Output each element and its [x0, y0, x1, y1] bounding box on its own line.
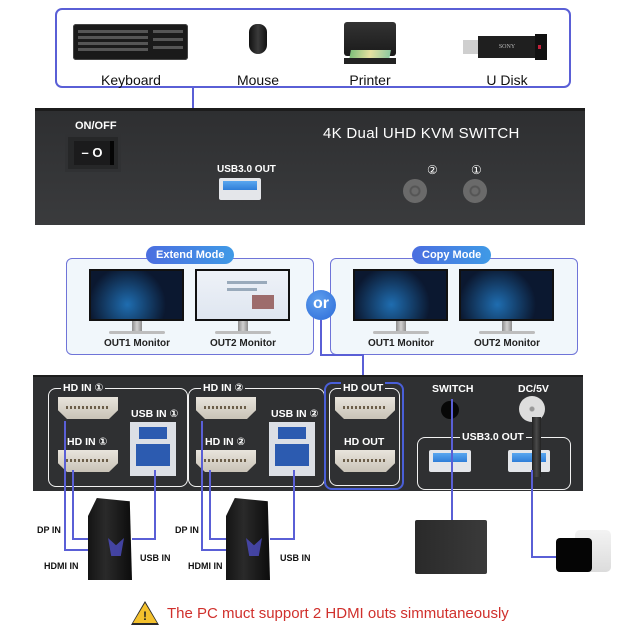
extend-mode-badge: Extend Mode: [146, 246, 235, 264]
hd-out-label: HD OUT: [344, 436, 385, 448]
button-1-label: ①: [471, 163, 482, 177]
cable: [132, 538, 156, 540]
switch-port[interactable]: [441, 401, 459, 419]
dc-label: DC/5V: [518, 383, 549, 395]
warning-triangle-icon: !: [131, 601, 159, 625]
pc1-dp-in-label: DP IN: [37, 525, 61, 535]
monitor-label: OUT2 Monitor: [473, 338, 541, 349]
wired-switch-icon: [415, 520, 487, 574]
usb-a-port[interactable]: [429, 450, 471, 472]
mouse-icon: [249, 24, 267, 54]
cable: [531, 556, 559, 558]
monitor-stand: [132, 321, 142, 331]
hd-in-1-label: HD IN ①: [61, 382, 106, 394]
usb-out-label: USB3.0 OUT: [460, 431, 526, 443]
hdmi-out-port[interactable]: [335, 450, 395, 472]
cable: [270, 538, 295, 540]
usb-drive-icon: SONY: [463, 34, 547, 60]
switch-button-1[interactable]: [463, 179, 487, 203]
cable: [72, 538, 98, 540]
usb-in-2-label: USB IN ②: [271, 408, 319, 420]
product-title: 4K Dual UHD KVM SWITCH: [323, 125, 520, 142]
cable: [201, 421, 203, 551]
usb-out-label: USB3.0 OUT: [217, 164, 276, 175]
monitor-screen: [353, 269, 448, 321]
cable: [362, 354, 364, 378]
keyboard-icon: [73, 24, 188, 60]
hdmi-port[interactable]: [58, 397, 118, 419]
switch-label: SWITCH: [432, 383, 474, 395]
cable: [293, 470, 295, 540]
dc-cable: [532, 417, 541, 477]
button-2-label: ②: [427, 163, 438, 177]
hdmi-port[interactable]: [196, 450, 256, 472]
monitor-label: OUT1 Monitor: [367, 338, 435, 349]
pc-tower-icon: [226, 498, 270, 580]
usb-drive-label: U Disk: [486, 72, 528, 88]
monitor-screen: [195, 269, 290, 321]
pc2-hdmi-in-label: HDMI IN: [188, 561, 223, 571]
input-group-1: [48, 388, 188, 487]
copy-mode-box: OUT1 Monitor OUT2 Monitor: [330, 258, 578, 355]
monitor-stand: [396, 321, 406, 331]
hd-in-1-label: HD IN ①: [67, 436, 108, 448]
mouse-label: Mouse: [236, 72, 280, 88]
or-badge: or: [306, 290, 336, 320]
back-panel: HD IN ① HD IN ① USB IN ① HD IN ② HD IN ②…: [33, 375, 583, 491]
pc2-usb-in-label: USB IN: [280, 553, 311, 563]
hd-in-2-label: HD IN ②: [201, 382, 246, 394]
cable: [201, 549, 233, 551]
monitor-screen: [89, 269, 184, 321]
pc1-hdmi-in-label: HDMI IN: [44, 561, 79, 571]
peripherals-box: Keyboard Mouse Printer SONY U Disk: [55, 8, 571, 88]
cable: [72, 470, 74, 540]
cable: [64, 549, 96, 551]
printer-icon: [340, 22, 400, 64]
warning-text: The PC muct support 2 HDMI outs simmutan…: [167, 605, 509, 622]
monitor-base: [215, 331, 271, 334]
power-label: ON/OFF: [75, 120, 117, 132]
pc2-dp-in-label: DP IN: [175, 525, 199, 535]
monitor-stand: [502, 321, 512, 331]
cable: [320, 354, 364, 356]
pc-tower-icon: [88, 498, 132, 580]
cable: [451, 399, 453, 521]
power-switch[interactable]: – O: [68, 137, 118, 169]
cable: [64, 421, 66, 551]
hdmi-port[interactable]: [58, 450, 118, 472]
monitor-label: OUT2 Monitor: [209, 338, 277, 349]
monitor-label: OUT1 Monitor: [103, 338, 171, 349]
copy-mode-badge: Copy Mode: [412, 246, 492, 264]
monitor-base: [373, 331, 429, 334]
power-adapter-icon: [556, 538, 592, 572]
cable: [209, 538, 235, 540]
cable: [209, 470, 211, 540]
usb-b-port[interactable]: [130, 422, 176, 476]
usb-a-port[interactable]: [508, 450, 550, 472]
front-panel: ON/OFF – O USB3.0 OUT 4K Dual UHD KVM SW…: [35, 108, 585, 225]
monitor-stand: [238, 321, 248, 331]
cable: [531, 470, 533, 558]
printer-label: Printer: [349, 72, 391, 88]
hd-in-2-label: HD IN ②: [205, 436, 246, 448]
power-switch-symbols: – O: [74, 141, 110, 165]
cable: [320, 320, 322, 355]
monitor-base: [479, 331, 535, 334]
hd-out-label: HD OUT: [341, 382, 386, 394]
switch-button-2[interactable]: [403, 179, 427, 203]
cable: [154, 470, 156, 540]
usb-in-1-label: USB IN ①: [131, 408, 179, 420]
keyboard-label: Keyboard: [101, 72, 161, 88]
usb-b-port[interactable]: [269, 422, 315, 476]
hdmi-port[interactable]: [196, 397, 256, 419]
monitor-base: [109, 331, 165, 334]
pc1-usb-in-label: USB IN: [140, 553, 171, 563]
extend-mode-box: OUT1 Monitor OUT2 Monitor: [66, 258, 314, 355]
usb-port[interactable]: [219, 178, 261, 200]
monitor-screen: [459, 269, 554, 321]
hdmi-out-port[interactable]: [335, 397, 395, 419]
